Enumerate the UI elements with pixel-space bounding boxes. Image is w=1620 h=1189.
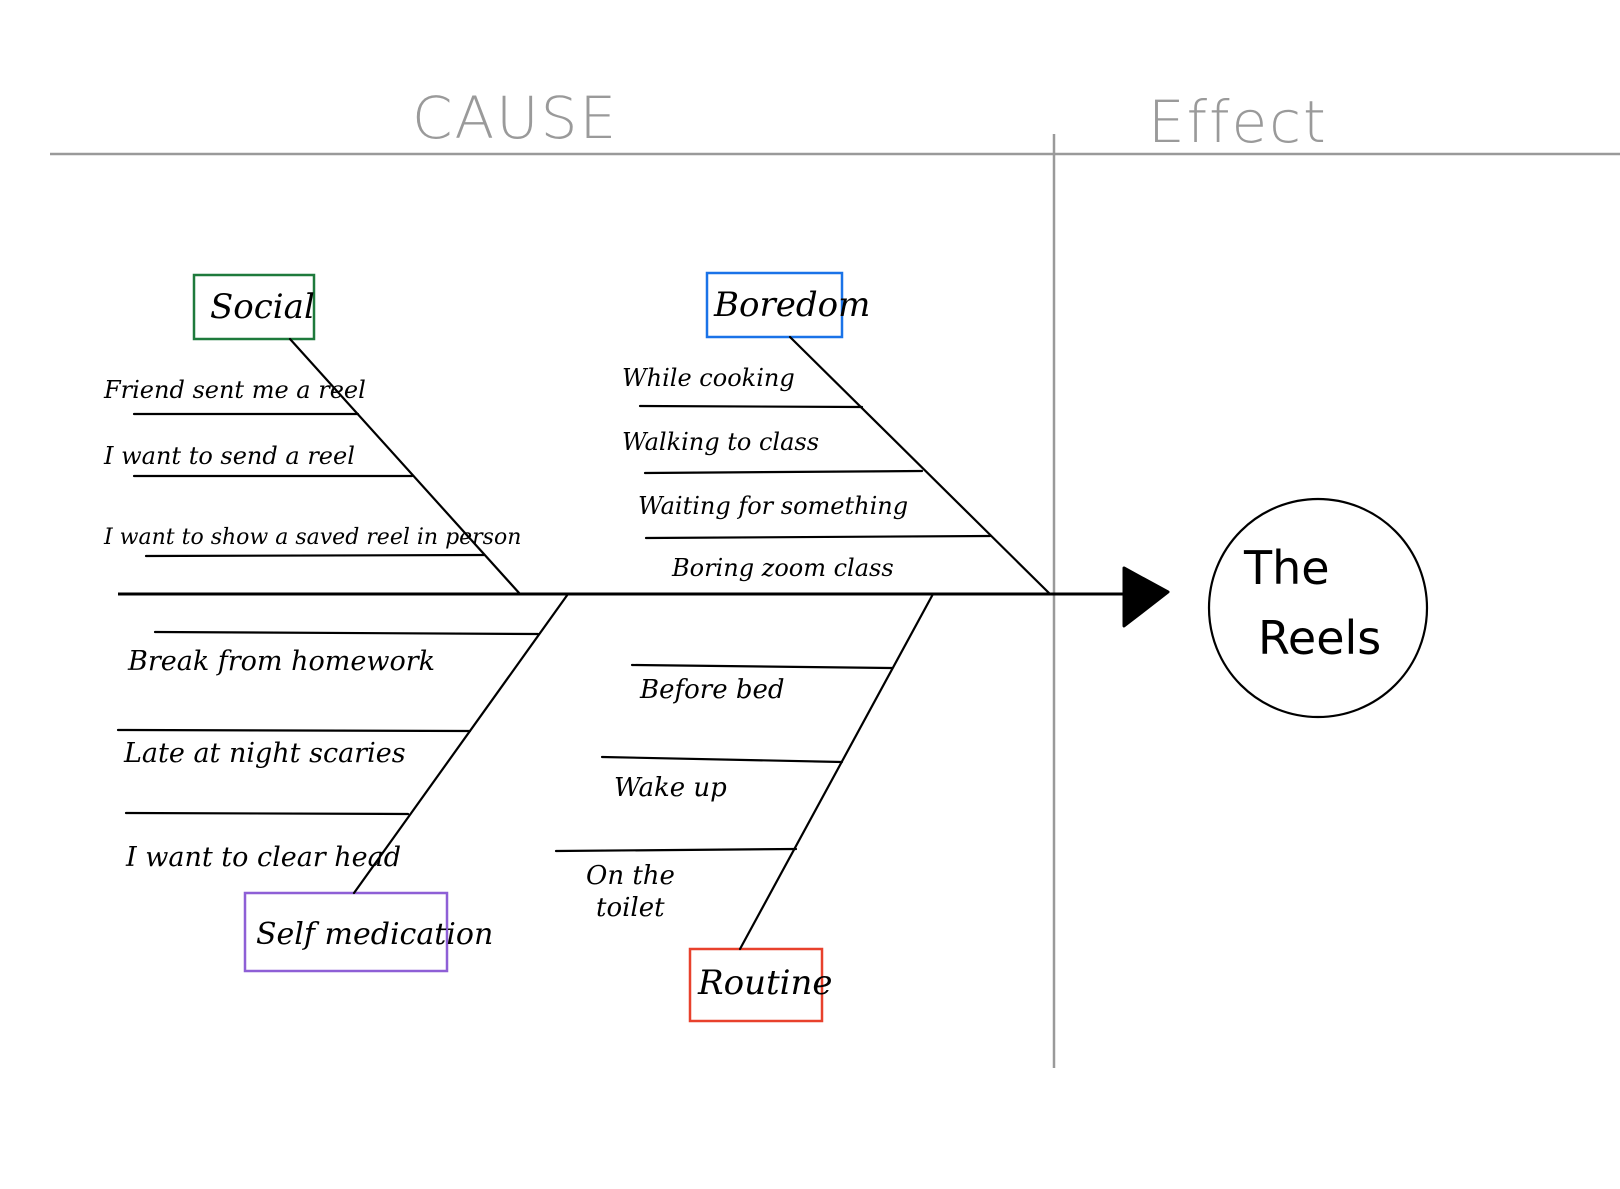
category-boredom[interactable]: Boredom While cooking Walking to class W… — [622, 271, 1052, 596]
category-box-social — [192, 273, 316, 341]
rib-line — [144, 553, 486, 558]
cause-item: Friend sent me a reel — [103, 376, 366, 404]
cause-item: I want to show a saved reel in person — [103, 525, 521, 550]
rib-line — [600, 755, 844, 764]
rib-line — [116, 728, 472, 733]
bone-boredom — [788, 335, 1052, 596]
effect-node[interactable]: The Reels — [1207, 497, 1429, 719]
cause-item-text: On the — [586, 861, 675, 891]
cause-item: Boring zoom class — [671, 554, 894, 582]
arrow-head-icon — [1122, 566, 1170, 628]
cause-item: Wake up — [614, 773, 727, 803]
effect-header: Effect — [1148, 88, 1328, 156]
bone-social — [288, 337, 522, 596]
category-routine[interactable]: Routine Before bed Wake up On the toilet — [554, 592, 935, 1023]
cause-item: While cooking — [622, 364, 795, 392]
cause-item: Before bed — [639, 675, 785, 705]
category-box-routine — [688, 947, 824, 1023]
effect-circle — [1207, 497, 1429, 719]
rib-line — [630, 663, 894, 670]
category-label-social: Social — [210, 287, 315, 327]
category-label-routine: Routine — [697, 963, 833, 1003]
cause-item-text: toilet — [596, 893, 665, 923]
rib-line — [644, 534, 992, 540]
category-self-medication[interactable]: Self medication Break from homework Late… — [116, 592, 570, 973]
cause-item: Break from homework — [127, 646, 435, 677]
cause-header: CAUSE — [412, 84, 618, 152]
effect-label-line1: The — [1243, 541, 1330, 595]
cause-item: I want to send a reel — [103, 442, 355, 470]
effect-label-line2: Reels — [1258, 611, 1381, 665]
bone-routine — [738, 592, 935, 951]
category-box-boredom — [705, 271, 844, 339]
category-social[interactable]: Social Friend sent me a reel I want to s… — [103, 273, 522, 596]
category-label-boredom: Boredom — [713, 285, 870, 325]
rib-line — [153, 630, 540, 636]
category-label-self-medication: Self medication — [256, 917, 493, 952]
rib-line — [124, 811, 410, 816]
cause-item: On the toilet — [586, 861, 683, 923]
rib-line — [554, 847, 798, 853]
cause-item: Late at night scaries — [123, 738, 406, 769]
bone-self-medication — [352, 592, 570, 895]
cause-item: Waiting for something — [638, 492, 908, 520]
cause-item: Walking to class — [622, 428, 819, 456]
category-box-self-medication — [243, 891, 449, 973]
rib-line — [643, 469, 924, 475]
cause-item: I want to clear head — [125, 842, 401, 873]
rib-line — [638, 404, 864, 409]
